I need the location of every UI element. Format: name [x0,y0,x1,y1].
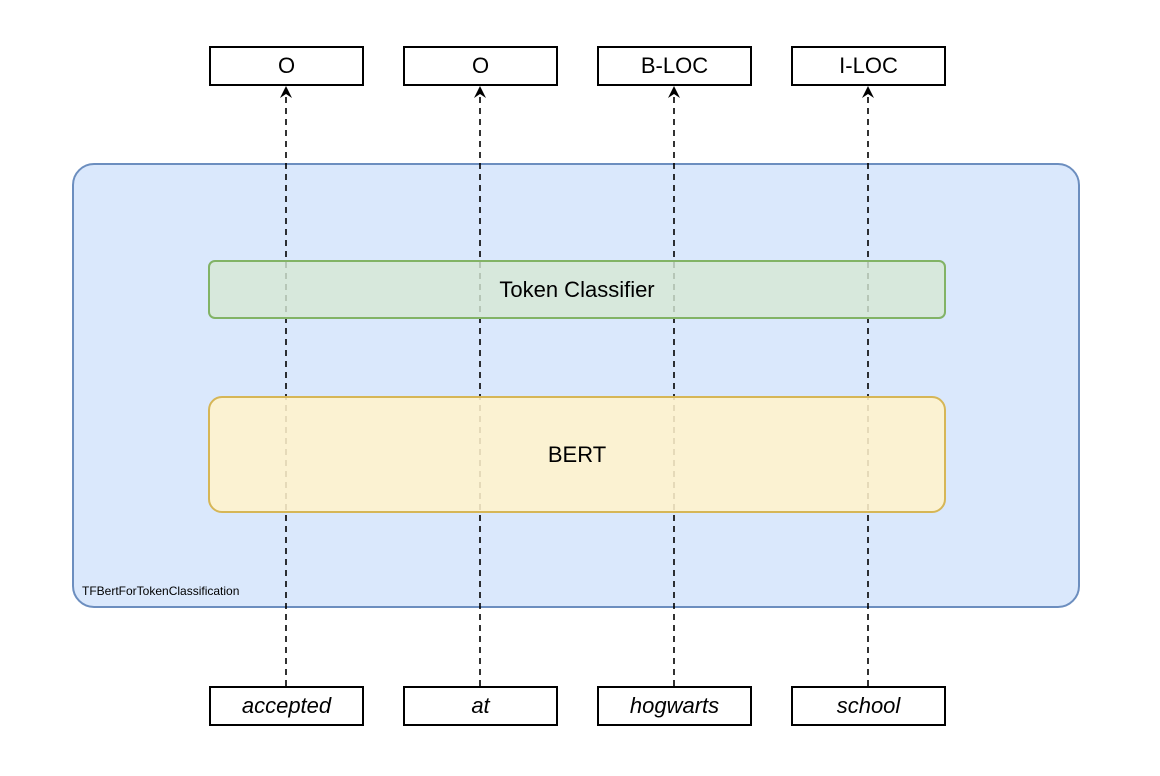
container-label: TFBertForTokenClassification [82,584,240,598]
output-tag-label: I-LOC [839,53,898,78]
input-token: at [403,686,558,726]
output-tag-label: O [471,53,490,78]
output-tag: O [209,46,364,86]
token-classifier-layer: Token Classifier [208,260,946,319]
output-tag-label: O [277,53,296,78]
output-tag-label: B-LOC [640,53,709,78]
input-token-label: hogwarts [629,693,720,718]
input-token: school [791,686,946,726]
output-tag: O [403,46,558,86]
output-tag: I-LOC [791,46,946,86]
input-token: hogwarts [597,686,752,726]
input-token-label: at [471,693,490,718]
output-tag: B-LOC [597,46,752,86]
input-token-label: school [836,693,901,718]
bert-label: BERT [547,441,607,467]
model-container [72,163,1080,608]
input-token-label: accepted [241,693,332,718]
token-classifier-label: Token Classifier [499,276,655,302]
input-token: accepted [209,686,364,726]
bert-layer: BERT [208,396,946,513]
